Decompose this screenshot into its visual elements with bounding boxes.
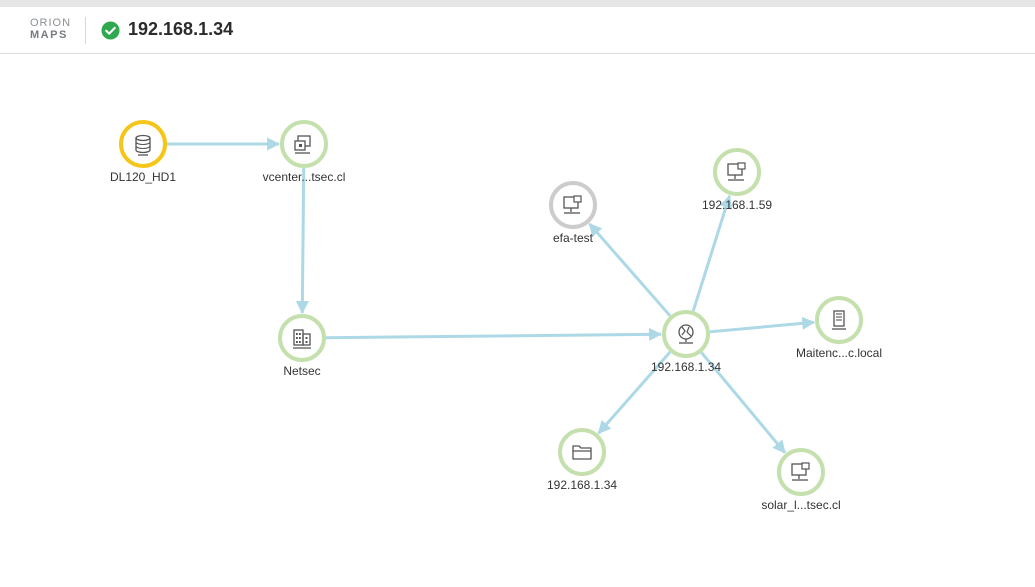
building-icon bbox=[293, 329, 311, 349]
map-node-vcenter[interactable]: vcenter...tsec.cl bbox=[263, 120, 346, 184]
map-node-efa[interactable]: efa-test bbox=[549, 181, 597, 245]
header-bar: ORION MAPS 192.168.1.34 bbox=[0, 7, 1035, 54]
node-status-ring[interactable] bbox=[777, 448, 825, 496]
node-label[interactable]: 192.168.1.34 bbox=[651, 360, 721, 374]
page-title: 192.168.1.34 bbox=[128, 19, 234, 39]
node-label[interactable]: Netsec bbox=[283, 364, 320, 378]
node-status-ring[interactable] bbox=[278, 314, 326, 362]
node-label[interactable]: 192.168.1.34 bbox=[547, 478, 617, 492]
network-globe-icon bbox=[678, 324, 694, 344]
edge-hub-to-n159[interactable] bbox=[691, 194, 733, 312]
map-node-maitenc[interactable]: Maitenc...c.local bbox=[796, 296, 882, 360]
node-label[interactable]: solar_l...tsec.cl bbox=[761, 498, 840, 512]
logo-line1: ORION bbox=[30, 17, 72, 29]
node-status-ring[interactable] bbox=[558, 428, 606, 476]
map-node-n159[interactable]: 192.168.1.59 bbox=[702, 148, 772, 212]
status-ok-icon bbox=[101, 21, 120, 40]
header-divider bbox=[85, 17, 86, 44]
map-node-folder34[interactable]: 192.168.1.34 bbox=[547, 428, 617, 492]
orion-maps-logo: ORION MAPS bbox=[30, 17, 72, 41]
monitor-icon bbox=[791, 462, 810, 481]
map-node-solar[interactable]: solar_l...tsec.cl bbox=[761, 448, 841, 512]
map-node-netsec[interactable]: Netsec bbox=[278, 314, 326, 378]
database-icon bbox=[135, 134, 151, 156]
node-label[interactable]: Maitenc...c.local bbox=[796, 346, 882, 360]
virtual-host-icon bbox=[294, 135, 311, 154]
window-top-strip bbox=[0, 0, 1035, 7]
map-node-hub[interactable]: 192.168.1.34 bbox=[651, 310, 721, 374]
edge-hub-to-efa[interactable] bbox=[588, 222, 672, 317]
node-label[interactable]: efa-test bbox=[553, 231, 594, 245]
edge-hub-to-solar[interactable] bbox=[700, 351, 787, 454]
edge-netsec-to-hub[interactable] bbox=[325, 327, 663, 341]
server-icon bbox=[832, 310, 846, 330]
edges-layer bbox=[167, 137, 816, 454]
monitor-icon bbox=[563, 195, 582, 214]
node-status-ring[interactable] bbox=[662, 310, 710, 358]
edge-hub-to-folder34[interactable] bbox=[597, 351, 672, 435]
map-node-dl120[interactable]: DL120_HD1 bbox=[110, 120, 176, 184]
node-label[interactable]: 192.168.1.59 bbox=[702, 198, 772, 212]
node-label[interactable]: DL120_HD1 bbox=[110, 170, 176, 184]
edge-vcenter-to-netsec[interactable] bbox=[295, 167, 309, 315]
monitor-icon bbox=[727, 162, 746, 181]
logo-line2: MAPS bbox=[30, 29, 68, 41]
node-label[interactable]: vcenter...tsec.cl bbox=[263, 170, 346, 184]
edge-hub-to-maitenc[interactable] bbox=[709, 316, 816, 334]
node-status-ring[interactable] bbox=[713, 148, 761, 196]
node-status-ring[interactable] bbox=[549, 181, 597, 229]
folder-icon bbox=[572, 445, 592, 460]
